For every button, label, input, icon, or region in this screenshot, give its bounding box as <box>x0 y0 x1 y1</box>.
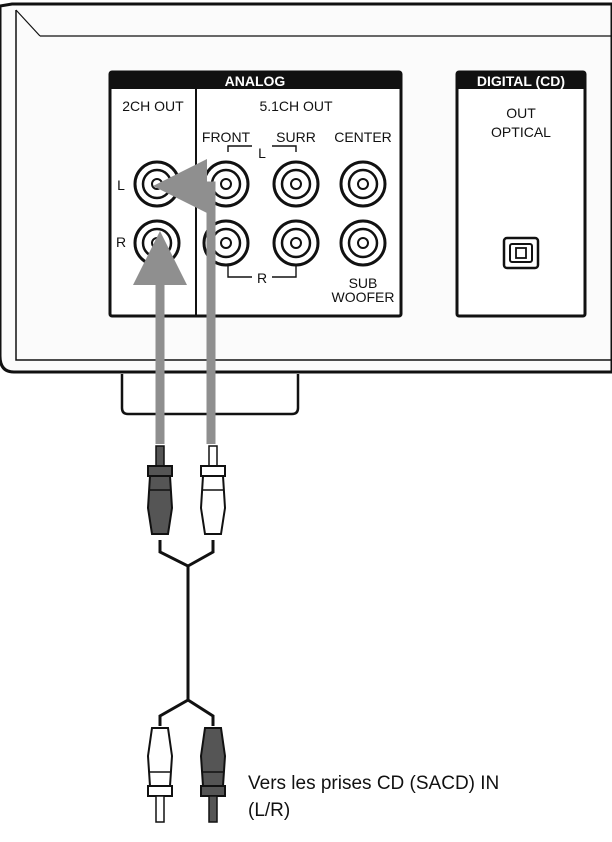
destination-caption: Vers les prises CD (SACD) IN (L/R) <box>248 770 608 824</box>
arrow-icon <box>153 159 216 444</box>
rca-jack-icon <box>272 219 320 267</box>
rca-jack-icon <box>133 160 181 208</box>
rca-jack-icon <box>339 219 387 267</box>
left-marker: L <box>258 145 266 161</box>
out-label: OUT <box>506 105 536 121</box>
analog-header: ANALOG <box>225 73 286 89</box>
woofer-label: WOOFER <box>332 289 395 305</box>
rca-plug-icon <box>146 445 174 535</box>
caption-line-2: (L/R) <box>248 800 291 821</box>
jack-l-label: L <box>117 177 125 193</box>
sub-label: SUB <box>349 275 378 291</box>
jack-r-label: R <box>116 234 126 250</box>
caption-line-1: Vers les prises CD (SACD) IN <box>248 773 500 794</box>
surr-label: SURR <box>276 129 316 145</box>
front-label: FRONT <box>202 129 251 145</box>
rca-plug-icon <box>199 727 227 823</box>
optical-port-icon <box>502 236 540 270</box>
ch2-out-label: 2CH OUT <box>122 98 184 114</box>
rca-plug-icon <box>199 445 227 535</box>
audio-cable <box>158 540 215 726</box>
digital-header: DIGITAL (CD) <box>477 73 565 89</box>
right-marker: R <box>257 270 267 286</box>
ch51-out-label: 5.1CH OUT <box>259 98 333 114</box>
rca-jack-icon <box>339 160 387 208</box>
rca-jack-icon <box>272 160 320 208</box>
rca-plug-icon <box>146 727 174 823</box>
center-label: CENTER <box>334 129 392 145</box>
optical-label: OPTICAL <box>491 124 551 140</box>
digital-panel: DIGITAL (CD) OUT OPTICAL <box>455 70 587 318</box>
